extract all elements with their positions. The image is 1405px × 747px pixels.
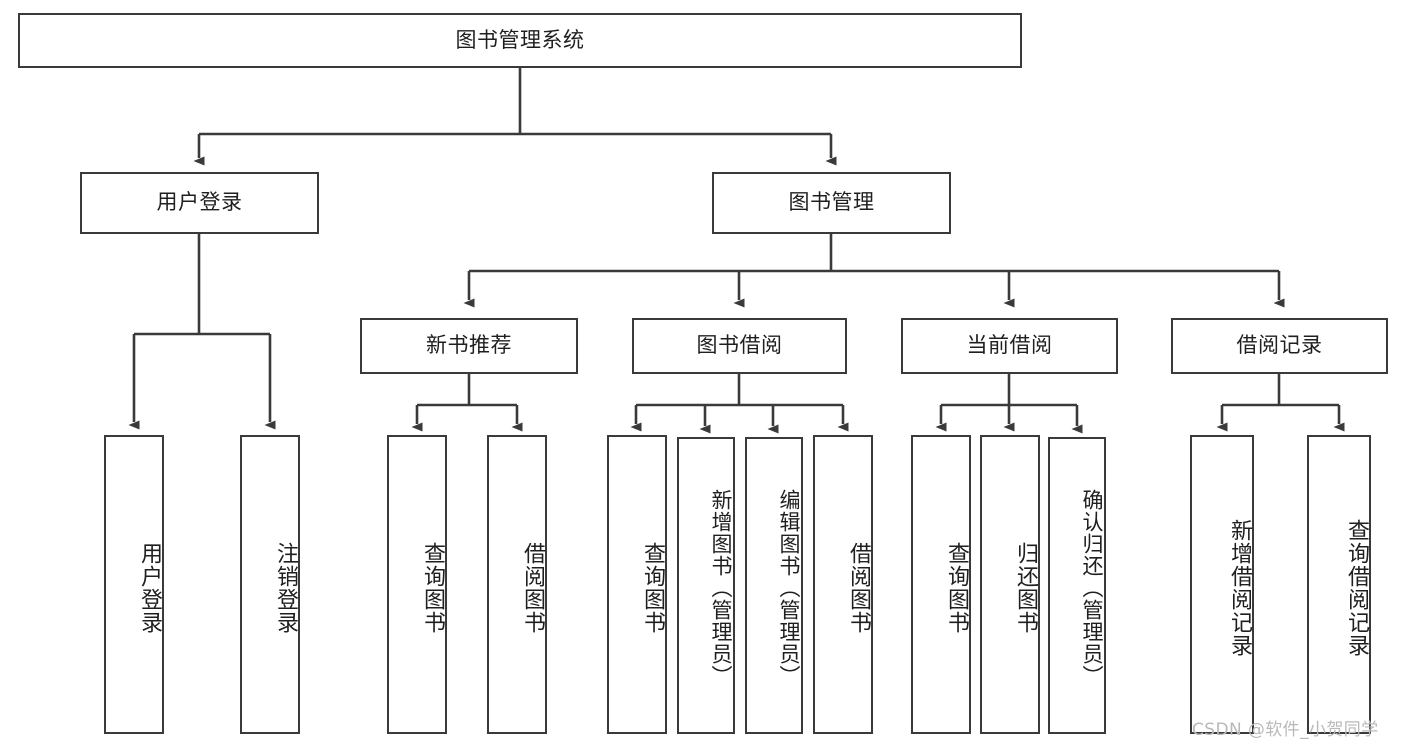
node-label: 新增图书（管理员） — [709, 488, 733, 687]
node-label: 新增借阅记录 — [1227, 518, 1252, 657]
node-label: 用户登录 — [156, 190, 243, 215]
node-label: 新书推荐 — [426, 333, 512, 358]
leaf-current-query-book[interactable]: 查询图书 — [911, 435, 971, 734]
node-label: 注销登录 — [273, 541, 298, 634]
node-label: 当前借阅 — [966, 333, 1053, 358]
leaf-query-borrow-record[interactable]: 查询借阅记录 — [1307, 435, 1371, 734]
node-label: 归还图书 — [1013, 541, 1038, 634]
node-label: 确认归还（管理员） — [1080, 488, 1104, 687]
node-label: 查询图书 — [944, 541, 969, 634]
node-book-borrow[interactable]: 图书借阅 — [632, 318, 847, 374]
csdn-watermark: CSDN @软件_小贺同学 — [1192, 720, 1379, 740]
node-borrow-records[interactable]: 借阅记录 — [1171, 318, 1388, 374]
leaf-logout[interactable]: 注销登录 — [240, 435, 300, 734]
node-label: 借阅图书 — [520, 541, 545, 634]
leaf-recommend-borrow-book[interactable]: 借阅图书 — [487, 435, 547, 734]
node-book-management[interactable]: 图书管理 — [712, 172, 951, 234]
leaf-current-return-book[interactable]: 归还图书 — [980, 435, 1040, 734]
node-label: 查询图书 — [420, 541, 445, 634]
leaf-add-borrow-record[interactable]: 新增借阅记录 — [1190, 435, 1254, 734]
node-label: 查询借阅记录 — [1344, 518, 1369, 657]
leaf-borrow-edit-book-admin[interactable]: 编辑图书（管理员） — [745, 437, 803, 734]
leaf-borrow-borrow-book[interactable]: 借阅图书 — [813, 435, 873, 734]
leaf-borrow-query-book[interactable]: 查询图书 — [607, 435, 667, 734]
node-label: 用户登录 — [137, 541, 162, 634]
leaf-user-login[interactable]: 用户登录 — [104, 435, 164, 734]
node-label: 图书管理系统 — [455, 27, 585, 52]
node-root-system[interactable]: 图书管理系统 — [18, 13, 1022, 68]
leaf-current-confirm-return-admin[interactable]: 确认归还（管理员） — [1048, 437, 1106, 734]
node-label: 编辑图书（管理员） — [777, 488, 801, 687]
leaf-recommend-query-book[interactable]: 查询图书 — [387, 435, 447, 734]
node-user-login[interactable]: 用户登录 — [80, 172, 319, 234]
node-label: 查询图书 — [640, 541, 665, 634]
node-label: 图书管理 — [788, 190, 875, 215]
node-label: 借阅记录 — [1236, 333, 1323, 358]
node-label: 图书借阅 — [696, 333, 783, 358]
node-current-borrow[interactable]: 当前借阅 — [901, 318, 1118, 374]
node-new-book-recommend[interactable]: 新书推荐 — [360, 318, 578, 374]
leaf-borrow-add-book-admin[interactable]: 新增图书（管理员） — [677, 437, 735, 734]
node-label: 借阅图书 — [846, 541, 871, 634]
